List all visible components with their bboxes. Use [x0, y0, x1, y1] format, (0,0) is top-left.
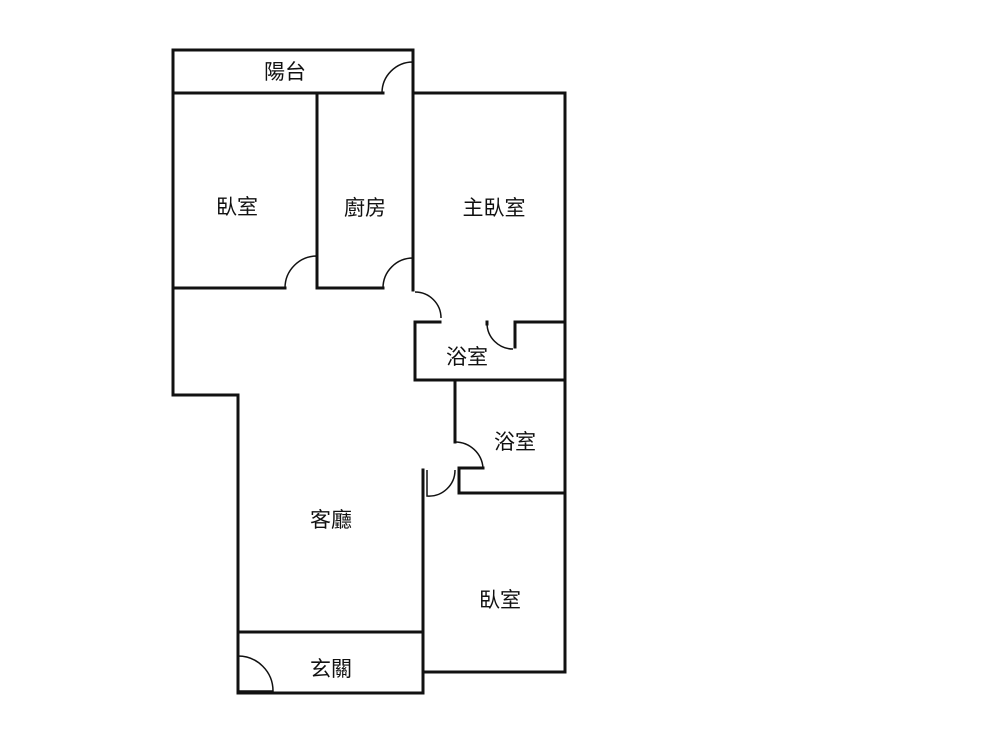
room-label-master-bedroom: 主臥室 — [462, 196, 526, 220]
bedroom-1-door — [284, 255, 318, 289]
room-label-balcony: 陽台 — [264, 60, 306, 84]
bathroom-1-door — [486, 322, 514, 350]
room-label-bathroom-2: 浴室 — [494, 430, 536, 454]
room-label-kitchen: 廚房 — [344, 196, 386, 220]
room-label-bedroom-2: 臥室 — [479, 588, 521, 612]
balcony-door — [381, 61, 414, 94]
room-label-bedroom-1: 臥室 — [216, 195, 258, 219]
walls — [171, 48, 567, 695]
doors — [237, 61, 514, 692]
living-door — [426, 469, 456, 497]
room-label-entrance: 玄關 — [310, 657, 352, 681]
entrance-door — [237, 655, 274, 692]
room-label-bathroom-1: 浴室 — [446, 345, 488, 369]
kitchen-door — [382, 257, 414, 289]
bathroom-2-door — [454, 441, 484, 469]
master-bedroom-door — [414, 291, 442, 319]
room-label-living-room: 客廳 — [310, 508, 352, 532]
